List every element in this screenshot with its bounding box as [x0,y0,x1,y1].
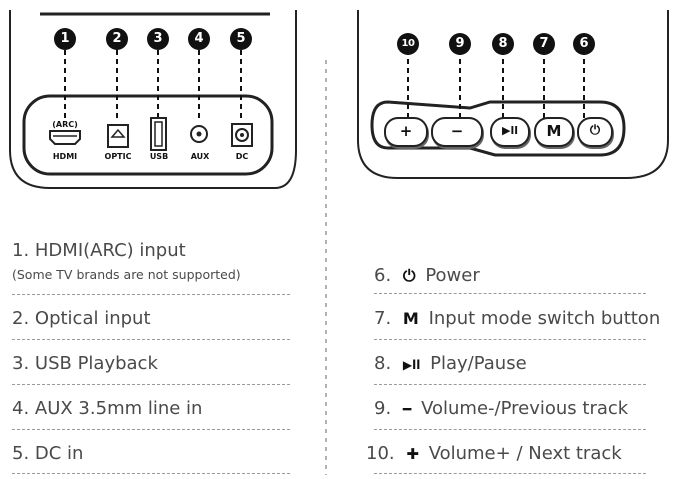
play-pause-button: ▶ll [490,117,530,147]
legend-item-9: 9. ━ Volume-/Previous track [374,398,628,419]
marker-10: 10 [397,33,419,55]
port-label-aux: AUX [190,152,210,161]
legend-item-9-number: 9. [374,398,392,419]
legend-item-6: 6. ⏻ Power [374,265,480,286]
legend-divider [12,294,290,295]
legend-divider [374,429,646,430]
marker-3: 3 [147,28,169,50]
power-button: ⏻ [577,117,613,147]
mode-button: M [534,117,574,147]
legend-divider [12,339,290,340]
legend-item-10-label: Volume+ / Next track [428,443,622,464]
minus-icon: ━ [402,402,412,418]
port-label-hdmi: HDMI [52,152,78,161]
legend-item-8-label: Play/Pause [430,353,527,374]
legend-item-9-label: Volume-/Previous track [421,398,629,419]
marker-2: 2 [106,28,128,50]
marker-9: 9 [449,33,471,55]
control-device-body [357,10,669,179]
marker-7: 7 [533,33,555,55]
rear-device-body [9,10,297,189]
legend-item-10-number: 10. [366,443,395,464]
legend-item-6-number: 6. [374,265,392,286]
marker-6: 6 [573,33,595,55]
play-pause-icon: ▶ll [402,358,421,372]
legend-item-4: 4. AUX 3.5mm line in [12,398,203,419]
legend-divider [374,384,646,385]
legend-item-7: 7. M Input mode switch button [374,308,660,329]
legend-item-3: 3. USB Playback [12,353,158,374]
legend-divider [12,473,290,474]
legend-item-8-number: 8. [374,353,392,374]
control-recess [370,100,626,157]
port-label-optic: OPTIC [104,152,132,161]
port-label-arc: (ARC) [52,120,78,129]
legend-divider [12,429,290,430]
hdmi-port-shape [49,130,81,145]
mode-icon: M [402,309,419,328]
legend-item-10: 10. ✚ Volume+ / Next track [366,443,622,464]
plus-icon: ✚ [406,445,419,463]
legend-item-8: 8. ▶ll Play/Pause [374,353,527,374]
legend-divider [374,473,646,474]
marker-5: 5 [230,28,252,50]
legend-item-7-number: 7. [374,308,392,329]
marker-8: 8 [492,33,514,55]
legend-item-5: 5. DC in [12,443,84,464]
legend-item-6-label: Power [425,265,480,286]
legend-divider [374,293,646,294]
optic-port-shape [107,124,129,148]
port-label-dc: DC [235,152,249,161]
port-label-usb: USB [149,152,169,161]
legend-item-1: 1. HDMI(ARC) input [12,240,186,261]
marker-1: 1 [54,28,76,50]
volume-up-button: + [384,117,428,147]
legend-divider [374,339,646,340]
legend-item-1-note: (Some TV brands are not supported) [12,267,241,282]
legend-item-2: 2. Optical input [12,308,151,329]
power-icon: ⏻ [402,266,416,285]
volume-down-button: − [431,117,483,147]
marker-4: 4 [188,28,210,50]
port-recess [22,94,274,176]
legend-divider [12,384,290,385]
legend-item-7-label: Input mode switch button [428,308,661,329]
